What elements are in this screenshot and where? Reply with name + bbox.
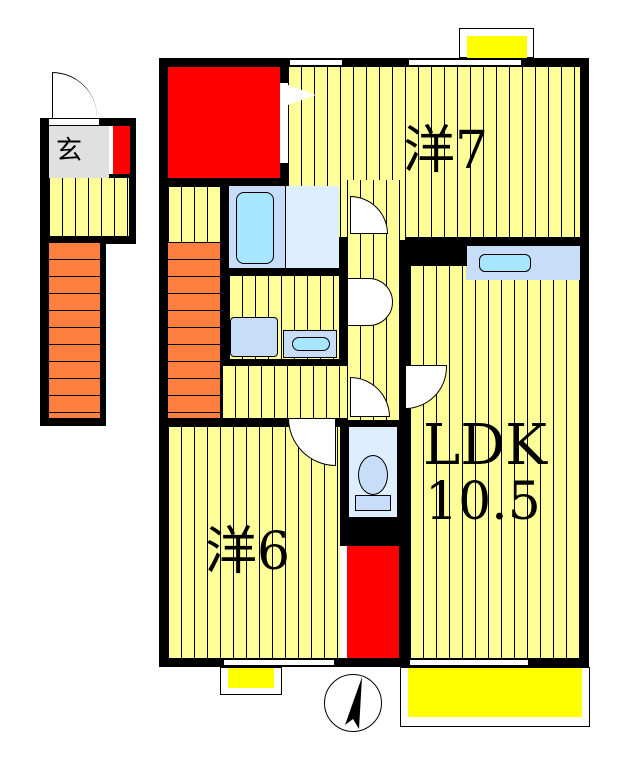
window-bottom-left[interactable] <box>224 659 334 666</box>
vanity-sink <box>283 330 337 358</box>
closet-bottom <box>347 546 399 658</box>
entrance-floor <box>49 126 109 178</box>
window-top-right[interactable] <box>409 59 521 66</box>
entrance-label: 玄 <box>56 136 83 166</box>
balcony-bottom-left <box>220 667 282 695</box>
compass-icon <box>324 674 382 732</box>
closet-bottom-door[interactable] <box>340 546 347 658</box>
stairs-main <box>168 242 220 418</box>
kitchen-counter <box>466 246 580 280</box>
shoe-closet <box>109 126 130 174</box>
room-ldk-label-line1: LDK <box>423 413 547 478</box>
bathroom-wash-area <box>285 186 339 268</box>
stairs <box>49 242 100 418</box>
entrance-door[interactable] <box>52 72 97 118</box>
hall-left-floor <box>168 187 220 242</box>
toilet-tank-icon <box>355 495 391 511</box>
entrance-unit: 玄 <box>40 118 136 426</box>
balcony-top <box>459 28 534 58</box>
closet-door[interactable] <box>280 83 288 163</box>
room-western-6-label: 洋6 <box>205 522 291 582</box>
room-western-7-label: 洋7 <box>403 121 489 181</box>
balcony-bottom-right <box>400 667 590 727</box>
closet-top-left <box>168 67 280 178</box>
room-ldk-label-line2: 10.5 <box>425 472 541 532</box>
washroom-door[interactable] <box>347 278 393 326</box>
window-bottom-right[interactable] <box>410 659 528 666</box>
washing-machine-icon <box>230 317 278 357</box>
entrance-hall-floor <box>49 178 129 236</box>
toilet-bowl-icon <box>358 455 388 495</box>
closet-door-arrow-icon <box>288 85 316 105</box>
entrance-threshold <box>49 118 99 126</box>
window-top-left[interactable] <box>290 59 342 66</box>
kitchen-wall <box>405 240 467 266</box>
bathtub-icon <box>236 192 274 264</box>
kitchen-sink-icon <box>479 254 531 272</box>
room-ldk <box>410 246 580 658</box>
room-western-6 <box>168 427 340 658</box>
sink-basin-icon <box>292 337 330 351</box>
